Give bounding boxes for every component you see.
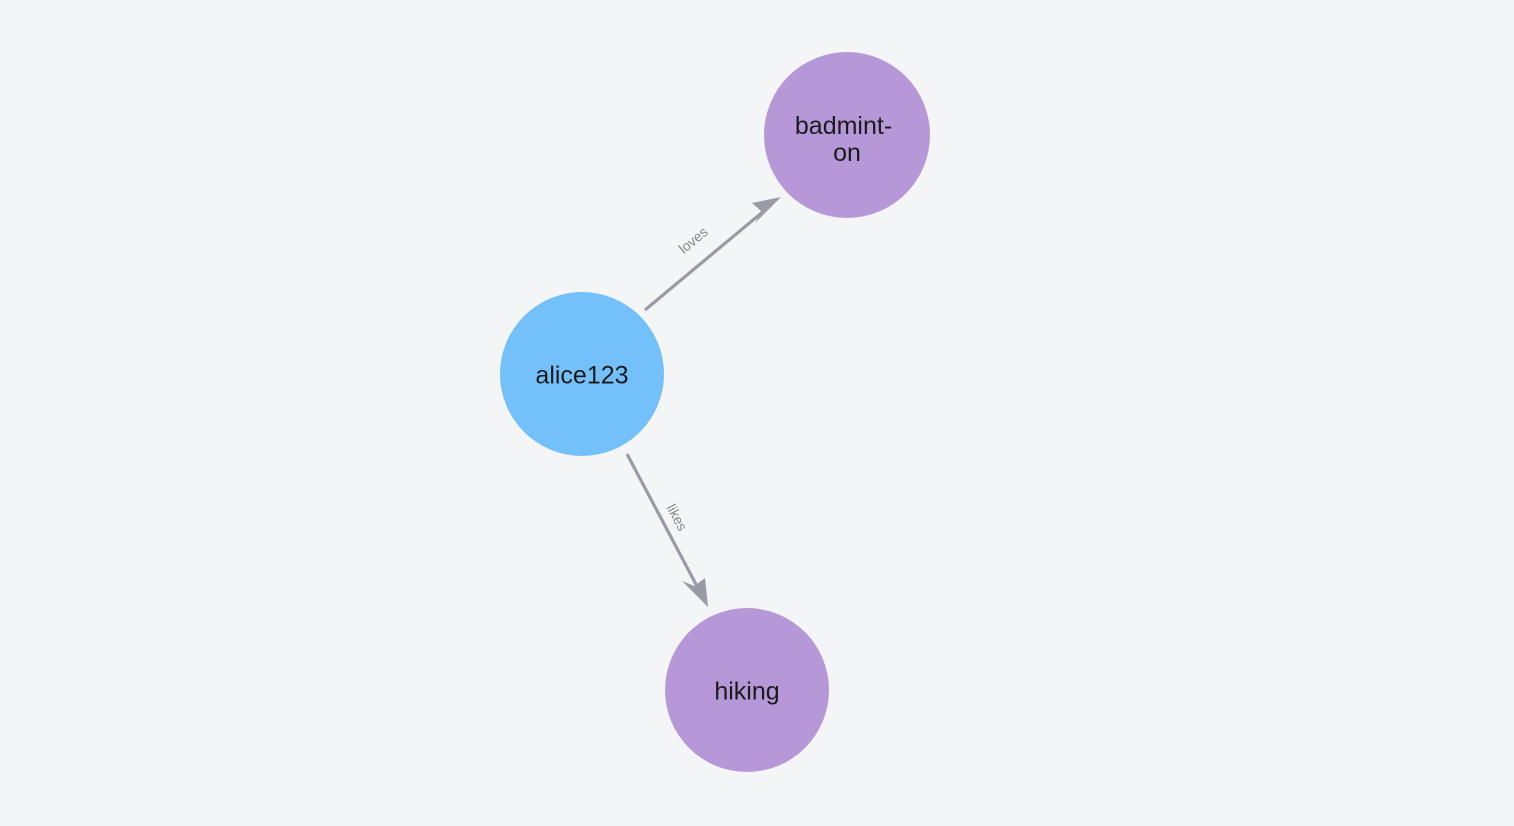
node-alice123[interactable]: alice123 (500, 292, 664, 456)
edge-likes-arrowhead (682, 578, 708, 607)
node-hiking-circle[interactable] (665, 608, 829, 772)
edge-loves-arrowhead (752, 197, 781, 223)
node-hiking[interactable]: hiking (665, 608, 829, 772)
edge-loves[interactable]: loves (643, 197, 781, 312)
edge-loves-line[interactable] (643, 203, 773, 312)
node-badminton-circle[interactable] (764, 52, 930, 218)
nodes-layer: alice123 badmint- on hiking (500, 52, 930, 772)
edge-likes-line[interactable] (625, 453, 701, 591)
node-alice123-circle[interactable] (500, 292, 664, 456)
edge-loves-label: loves (675, 223, 710, 256)
edge-likes[interactable]: likes (625, 453, 708, 607)
node-badminton[interactable]: badmint- on (764, 52, 930, 218)
